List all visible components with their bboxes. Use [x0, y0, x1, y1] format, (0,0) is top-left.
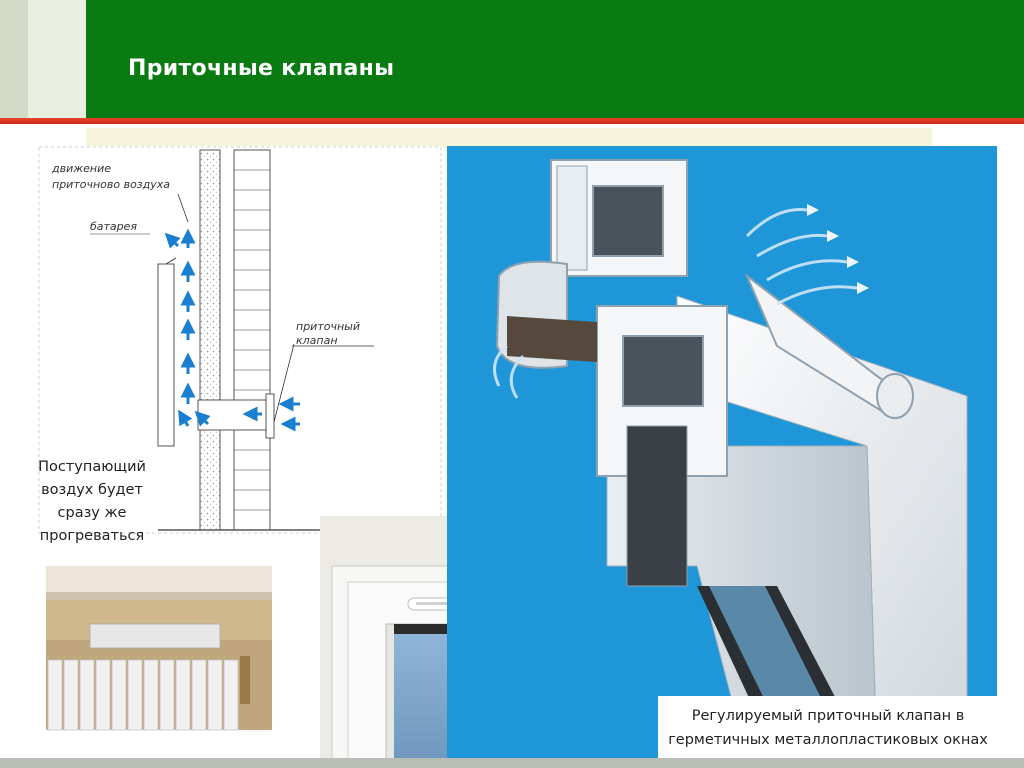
- wall-insulation: [199, 149, 221, 531]
- slide-title: Приточные клапаны: [128, 56, 395, 81]
- slide-header: [86, 0, 1024, 118]
- brick-wall: [233, 149, 271, 531]
- window-profile-render: [447, 146, 997, 758]
- diagram-svg: движение приточново воздуха батарея прит…: [38, 146, 442, 534]
- label-air-movement-line2: приточново воздуха: [52, 178, 170, 191]
- label-valve-line1: приточный: [296, 320, 360, 333]
- caption-left: Поступающий воздух будет сразу же прогре…: [38, 459, 146, 544]
- label-valve-line2: клапан: [296, 334, 338, 347]
- radiator-photo: [38, 556, 280, 738]
- caption-right-box: Регулируемый приточный клапан в герметич…: [658, 696, 998, 768]
- caption-right: Регулируемый приточный клапан в герметич…: [668, 708, 988, 748]
- ventilation-diagram: движение приточново воздуха батарея прит…: [38, 146, 442, 536]
- accent-line: [0, 118, 1024, 124]
- label-air-movement-line1: движение: [51, 162, 111, 175]
- bottom-strip: [0, 758, 1024, 768]
- air-flow-arrow-icon: [164, 228, 300, 432]
- battery-shape: [157, 263, 175, 447]
- label-battery: батарея: [90, 220, 137, 233]
- slide-tint-band: [86, 128, 932, 148]
